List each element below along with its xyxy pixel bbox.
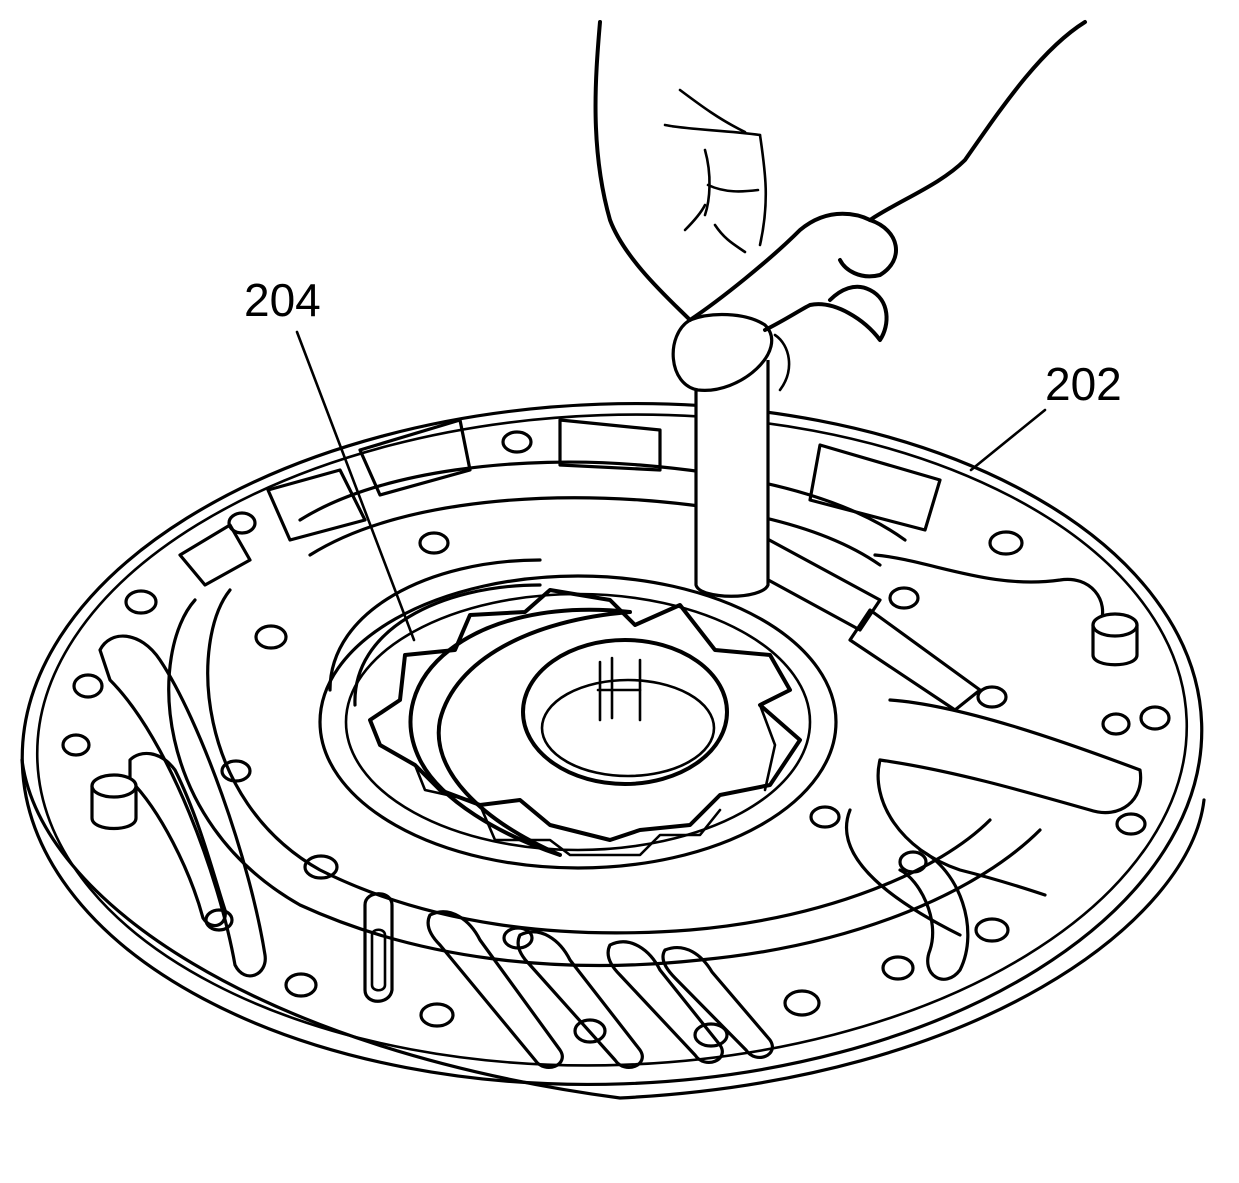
bolt-hole — [501, 430, 533, 454]
hub-outer-ring — [318, 574, 838, 870]
bolt-hole — [974, 917, 1010, 943]
bolt-hole — [783, 989, 821, 1017]
hub-recess — [344, 592, 812, 852]
bolt-hole — [220, 759, 252, 783]
leader-line-204 — [295, 330, 416, 642]
callout-label-204: 204 — [244, 274, 321, 326]
bolt-hole — [573, 1018, 607, 1044]
hand — [593, 20, 1087, 392]
bolt-hole — [227, 511, 257, 535]
dowel-pin-right — [1091, 612, 1139, 667]
bolt-hole — [303, 854, 339, 880]
gear-teeth-outline — [368, 588, 802, 842]
tool-shaft — [694, 360, 770, 598]
gear-bore-inner — [540, 678, 716, 778]
bolt-hole — [124, 589, 158, 615]
bolt-hole — [72, 673, 104, 699]
dowel-pin-left — [90, 773, 138, 830]
bolt-hole — [881, 955, 915, 981]
bolt-hole — [693, 1022, 729, 1048]
gear-bore — [521, 638, 729, 786]
bolt-hole — [898, 850, 928, 874]
bolt-hole — [1115, 812, 1147, 836]
fluid-passages — [98, 418, 1143, 1069]
crescent-ring — [408, 607, 632, 857]
pump-gear — [368, 588, 802, 857]
callout-204: 204 — [244, 274, 416, 642]
bolt-hole — [988, 530, 1024, 556]
hand-outline — [593, 20, 692, 322]
bolt-holes — [61, 430, 1171, 1048]
plate-top-face-rim — [35, 413, 1189, 1067]
pump-cover-plate — [20, 401, 1206, 1100]
bolt-hole — [254, 624, 288, 650]
bolt-hole — [418, 531, 450, 555]
bolt-hole — [419, 1002, 455, 1028]
bolt-hole — [502, 926, 534, 950]
finger-tip — [671, 312, 774, 392]
bolt-hole — [1139, 705, 1171, 731]
bolt-hole — [61, 733, 91, 757]
plate-side-edge — [20, 758, 1206, 1100]
plate-top-face-outer — [20, 401, 1204, 1087]
bolt-hole — [284, 972, 318, 998]
bolt-hole — [1101, 712, 1131, 736]
bolt-hole — [888, 586, 920, 610]
bolt-hole — [976, 685, 1008, 709]
callout-label-202: 202 — [1045, 358, 1122, 410]
bolt-hole — [809, 805, 841, 829]
callout-202: 202 — [969, 358, 1122, 472]
dowel-pins — [90, 612, 1139, 830]
leader-line-202 — [969, 408, 1047, 472]
bolt-hole — [204, 908, 234, 932]
